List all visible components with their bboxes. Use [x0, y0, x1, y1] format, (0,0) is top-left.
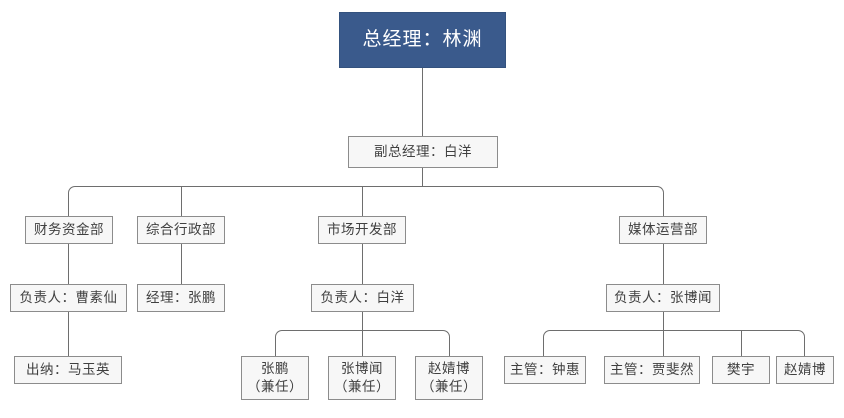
org-node-market-member-3[interactable]: 赵婧博 （兼任） — [415, 356, 483, 400]
org-node-market-member-2[interactable]: 张博闻 （兼任） — [328, 356, 396, 400]
connector-market-bus-left — [275, 330, 363, 357]
connector-drop-media-2 — [663, 330, 664, 356]
org-node-media-supervisor-1[interactable]: 主管：钟惠 — [504, 356, 586, 384]
org-node-head-finance[interactable]: 负责人：曹素仙 — [10, 284, 127, 312]
connector-gm-to-dgm — [422, 68, 423, 136]
org-node-market-member-1[interactable]: 张鹏 （兼任） — [241, 356, 309, 400]
connector-drop-media-3 — [741, 330, 742, 356]
connector-drop-dept-market — [362, 186, 363, 216]
connector-dgm-stem — [422, 168, 423, 186]
org-node-dept-media[interactable]: 媒体运营部 — [619, 216, 707, 244]
org-node-general-manager[interactable]: 总经理：林渊 — [339, 12, 506, 68]
org-node-media-member-4[interactable]: 赵婧博 — [776, 356, 834, 384]
connector-media-to-head — [663, 244, 664, 284]
org-node-deputy-general-manager[interactable]: 副总经理：白洋 — [348, 136, 498, 168]
connector-finance-to-head — [68, 244, 69, 284]
org-node-manager-admin[interactable]: 经理：张鹏 — [137, 284, 225, 312]
org-node-head-media[interactable]: 负责人：张博闻 — [606, 284, 720, 312]
connector-media-bus-left — [543, 330, 664, 357]
connector-media-bus-right — [663, 330, 805, 357]
connector-drop-market-2 — [362, 330, 363, 356]
connector-market-bus-right — [362, 330, 450, 357]
connector-admin-to-manager — [181, 244, 182, 284]
connector-drop-dept-admin — [181, 186, 182, 216]
connector-dept-bus-left — [68, 186, 423, 217]
org-node-head-market[interactable]: 负责人：白洋 — [311, 284, 414, 312]
org-node-media-member-3[interactable]: 樊宇 — [712, 356, 770, 384]
connector-head-to-cashier — [68, 312, 69, 356]
org-node-cashier[interactable]: 出纳：马玉英 — [14, 356, 122, 384]
org-node-dept-market[interactable]: 市场开发部 — [318, 216, 406, 244]
org-node-dept-admin[interactable]: 综合行政部 — [137, 216, 225, 244]
org-node-dept-finance[interactable]: 财务资金部 — [25, 216, 113, 244]
connector-media-stem — [663, 312, 664, 330]
org-node-media-supervisor-2[interactable]: 主管：贾斐然 — [604, 356, 700, 384]
connector-dept-bus-right — [422, 186, 664, 217]
connector-market-to-head — [362, 244, 363, 284]
connector-market-stem — [362, 312, 363, 330]
